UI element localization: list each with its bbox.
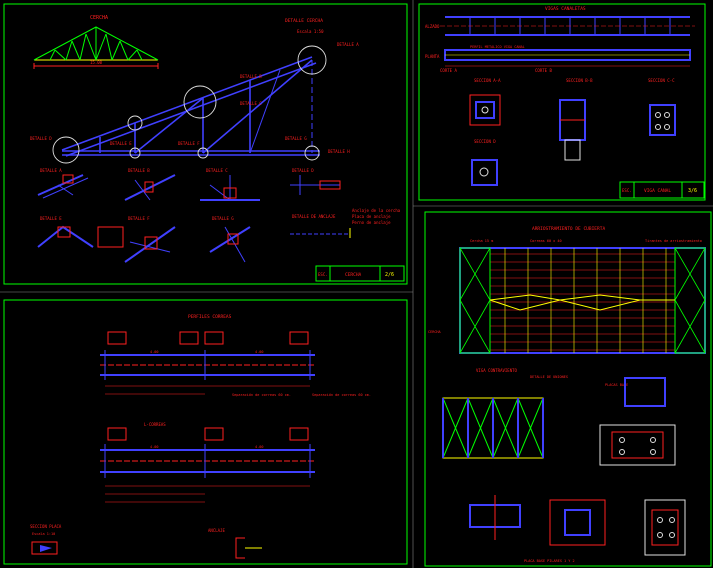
truss-labels: DETALLE CERCHA Escala 1:50 DETALLE A DET… bbox=[30, 18, 359, 154]
svg-text:SECCION D: SECCION D bbox=[474, 139, 496, 144]
svg-text:VIGA CONTRAVIENTO: VIGA CONTRAVIENTO bbox=[476, 368, 518, 373]
svg-text:Anclaje de la cercha: Anclaje de la cercha bbox=[352, 208, 401, 213]
svg-text:DETALLE E: DETALLE E bbox=[40, 216, 62, 221]
sheet2-frame bbox=[418, 3, 706, 201]
truss-title: CERCHA bbox=[90, 15, 108, 21]
svg-text:ESC.: ESC. bbox=[622, 188, 632, 193]
beam-elevation bbox=[440, 16, 695, 36]
svg-text:PERFIL METALICO VIGA CANAL: PERFIL METALICO VIGA CANAL bbox=[470, 45, 525, 49]
svg-text:DETALLE C: DETALLE C bbox=[206, 168, 228, 173]
svg-text:Separación de correas 60 cm.: Separación de correas 60 cm. bbox=[312, 393, 371, 397]
sheet3: PERFILES CORREAS 4.00 4.00 Separación de… bbox=[30, 314, 371, 559]
svg-text:DETALLE D: DETALLE D bbox=[30, 136, 52, 141]
svg-text:DETALLE C: DETALLE C bbox=[240, 101, 262, 106]
svg-text:4.00: 4.00 bbox=[150, 350, 158, 354]
svg-text:Escala 1:10: Escala 1:10 bbox=[32, 532, 55, 536]
svg-text:CERCHA: CERCHA bbox=[428, 330, 442, 334]
svg-text:2/6: 2/6 bbox=[385, 272, 394, 278]
svg-text:DETALLE D: DETALLE D bbox=[292, 168, 314, 173]
svg-text:ANCLAJE: ANCLAJE bbox=[208, 528, 225, 533]
svg-text:DETALLE B: DETALLE B bbox=[240, 74, 262, 79]
svg-text:DETALLE CERCHA: DETALLE CERCHA bbox=[285, 18, 323, 24]
truss-nodes bbox=[52, 45, 327, 164]
sheet-frames bbox=[3, 3, 712, 567]
detail-row1 bbox=[37, 174, 341, 201]
big-truss bbox=[61, 56, 320, 157]
base-plates: PLACAS BASE PLACA BASE PILARES 1 Y 2 bbox=[469, 377, 686, 563]
svg-text:PLACAS BASE: PLACAS BASE bbox=[605, 383, 628, 387]
detail-row2 bbox=[37, 225, 351, 263]
svg-text:L-CORREAS: L-CORREAS bbox=[144, 422, 166, 427]
svg-text:DETALLE G: DETALLE G bbox=[285, 136, 307, 141]
svg-text:DETALLE A: DETALLE A bbox=[337, 42, 359, 47]
svg-text:SECCION B-B: SECCION B-B bbox=[566, 78, 593, 83]
beam-upper bbox=[100, 331, 315, 395]
svg-text:DETALLE H: DETALLE H bbox=[328, 149, 350, 154]
svg-text:DETALLE G: DETALLE G bbox=[212, 216, 234, 221]
svg-text:Placa de anclaje: Placa de anclaje bbox=[352, 214, 391, 219]
beam-lower bbox=[100, 427, 315, 503]
sheet2-title: VIGAS CANALETAS bbox=[545, 6, 586, 12]
sheet2-title-block: ESC. VIGA CANAL 3/6 bbox=[619, 181, 705, 199]
svg-text:CERCHA: CERCHA bbox=[345, 272, 362, 278]
svg-text:3/6: 3/6 bbox=[688, 188, 697, 194]
plate-section: SECCION PLACA Escala 1:10 ANCLAJE bbox=[30, 524, 262, 559]
sheet3-frame bbox=[3, 299, 408, 565]
wind-beam: VIGA CONTRAVIENTO DETALLE DE UNIONES bbox=[442, 368, 568, 459]
sheet1: 15.00 CERCHA DETALL bbox=[30, 15, 405, 282]
svg-text:DETALLE B: DETALLE B bbox=[128, 168, 150, 173]
svg-text:15.00: 15.00 bbox=[90, 60, 103, 65]
sheet4-title: ARRIOSTRAMIENTO DE CUBIERTA bbox=[532, 226, 605, 232]
svg-text:Cercha 15 m: Cercha 15 m bbox=[470, 239, 493, 243]
svg-text:Separación de correas 60 cm.: Separación de correas 60 cm. bbox=[232, 393, 291, 397]
svg-text:PLACA BASE PILARES 1 Y 2: PLACA BASE PILARES 1 Y 2 bbox=[524, 559, 575, 563]
svg-text:Tirantes de arriostramiento: Tirantes de arriostramiento bbox=[645, 239, 702, 243]
svg-text:DETALLE DE ANCLAJE: DETALLE DE ANCLAJE bbox=[292, 214, 336, 219]
svg-text:Escala 1:50: Escala 1:50 bbox=[297, 29, 324, 34]
svg-text:Perno de anclaje: Perno de anclaje bbox=[352, 220, 391, 225]
svg-text:Correas 60 x 40: Correas 60 x 40 bbox=[530, 239, 562, 243]
sheet4: ARRIOSTRAMIENTO DE CUBIERTA Cercha 15 m … bbox=[428, 226, 706, 563]
beam-sections bbox=[469, 94, 676, 186]
svg-text:PLANTA: PLANTA bbox=[425, 54, 440, 59]
sheet1-frame bbox=[3, 3, 408, 285]
svg-text:DETALLE DE UNIONES: DETALLE DE UNIONES bbox=[530, 375, 568, 379]
roof-grid bbox=[459, 247, 706, 354]
small-truss: 15.00 CERCHA bbox=[33, 15, 159, 69]
svg-text:DETALLE A: DETALLE A bbox=[40, 168, 62, 173]
svg-text:VIGA CANAL: VIGA CANAL bbox=[644, 188, 671, 194]
svg-text:ALZADO: ALZADO bbox=[425, 24, 440, 29]
svg-text:CORTE B: CORTE B bbox=[535, 68, 552, 73]
sheet3-title: PERFILES CORREAS bbox=[188, 314, 232, 320]
svg-text:4.00: 4.00 bbox=[255, 445, 263, 449]
svg-text:SECCION PLACA: SECCION PLACA bbox=[30, 524, 62, 529]
sheet1-title-block: ESC. CERCHA 2/6 bbox=[315, 265, 405, 282]
svg-text:SECCION A-A: SECCION A-A bbox=[474, 78, 501, 83]
beam-plan: PERFIL METALICO VIGA CANAL bbox=[444, 45, 691, 67]
sheet4-frame bbox=[424, 211, 712, 567]
sheet2: VIGAS CANALETAS ALZADO PLANTA PERFIL MET… bbox=[425, 6, 705, 199]
svg-text:DETALLE F: DETALLE F bbox=[178, 141, 200, 146]
svg-text:CORTE A: CORTE A bbox=[440, 68, 457, 73]
svg-text:ESC.: ESC. bbox=[318, 272, 328, 277]
svg-text:4.00: 4.00 bbox=[150, 445, 158, 449]
svg-text:SECCION C-C: SECCION C-C bbox=[648, 78, 675, 83]
svg-text:4.00: 4.00 bbox=[255, 350, 263, 354]
svg-text:DETALLE E: DETALLE E bbox=[110, 141, 132, 146]
svg-text:DETALLE F: DETALLE F bbox=[128, 216, 150, 221]
